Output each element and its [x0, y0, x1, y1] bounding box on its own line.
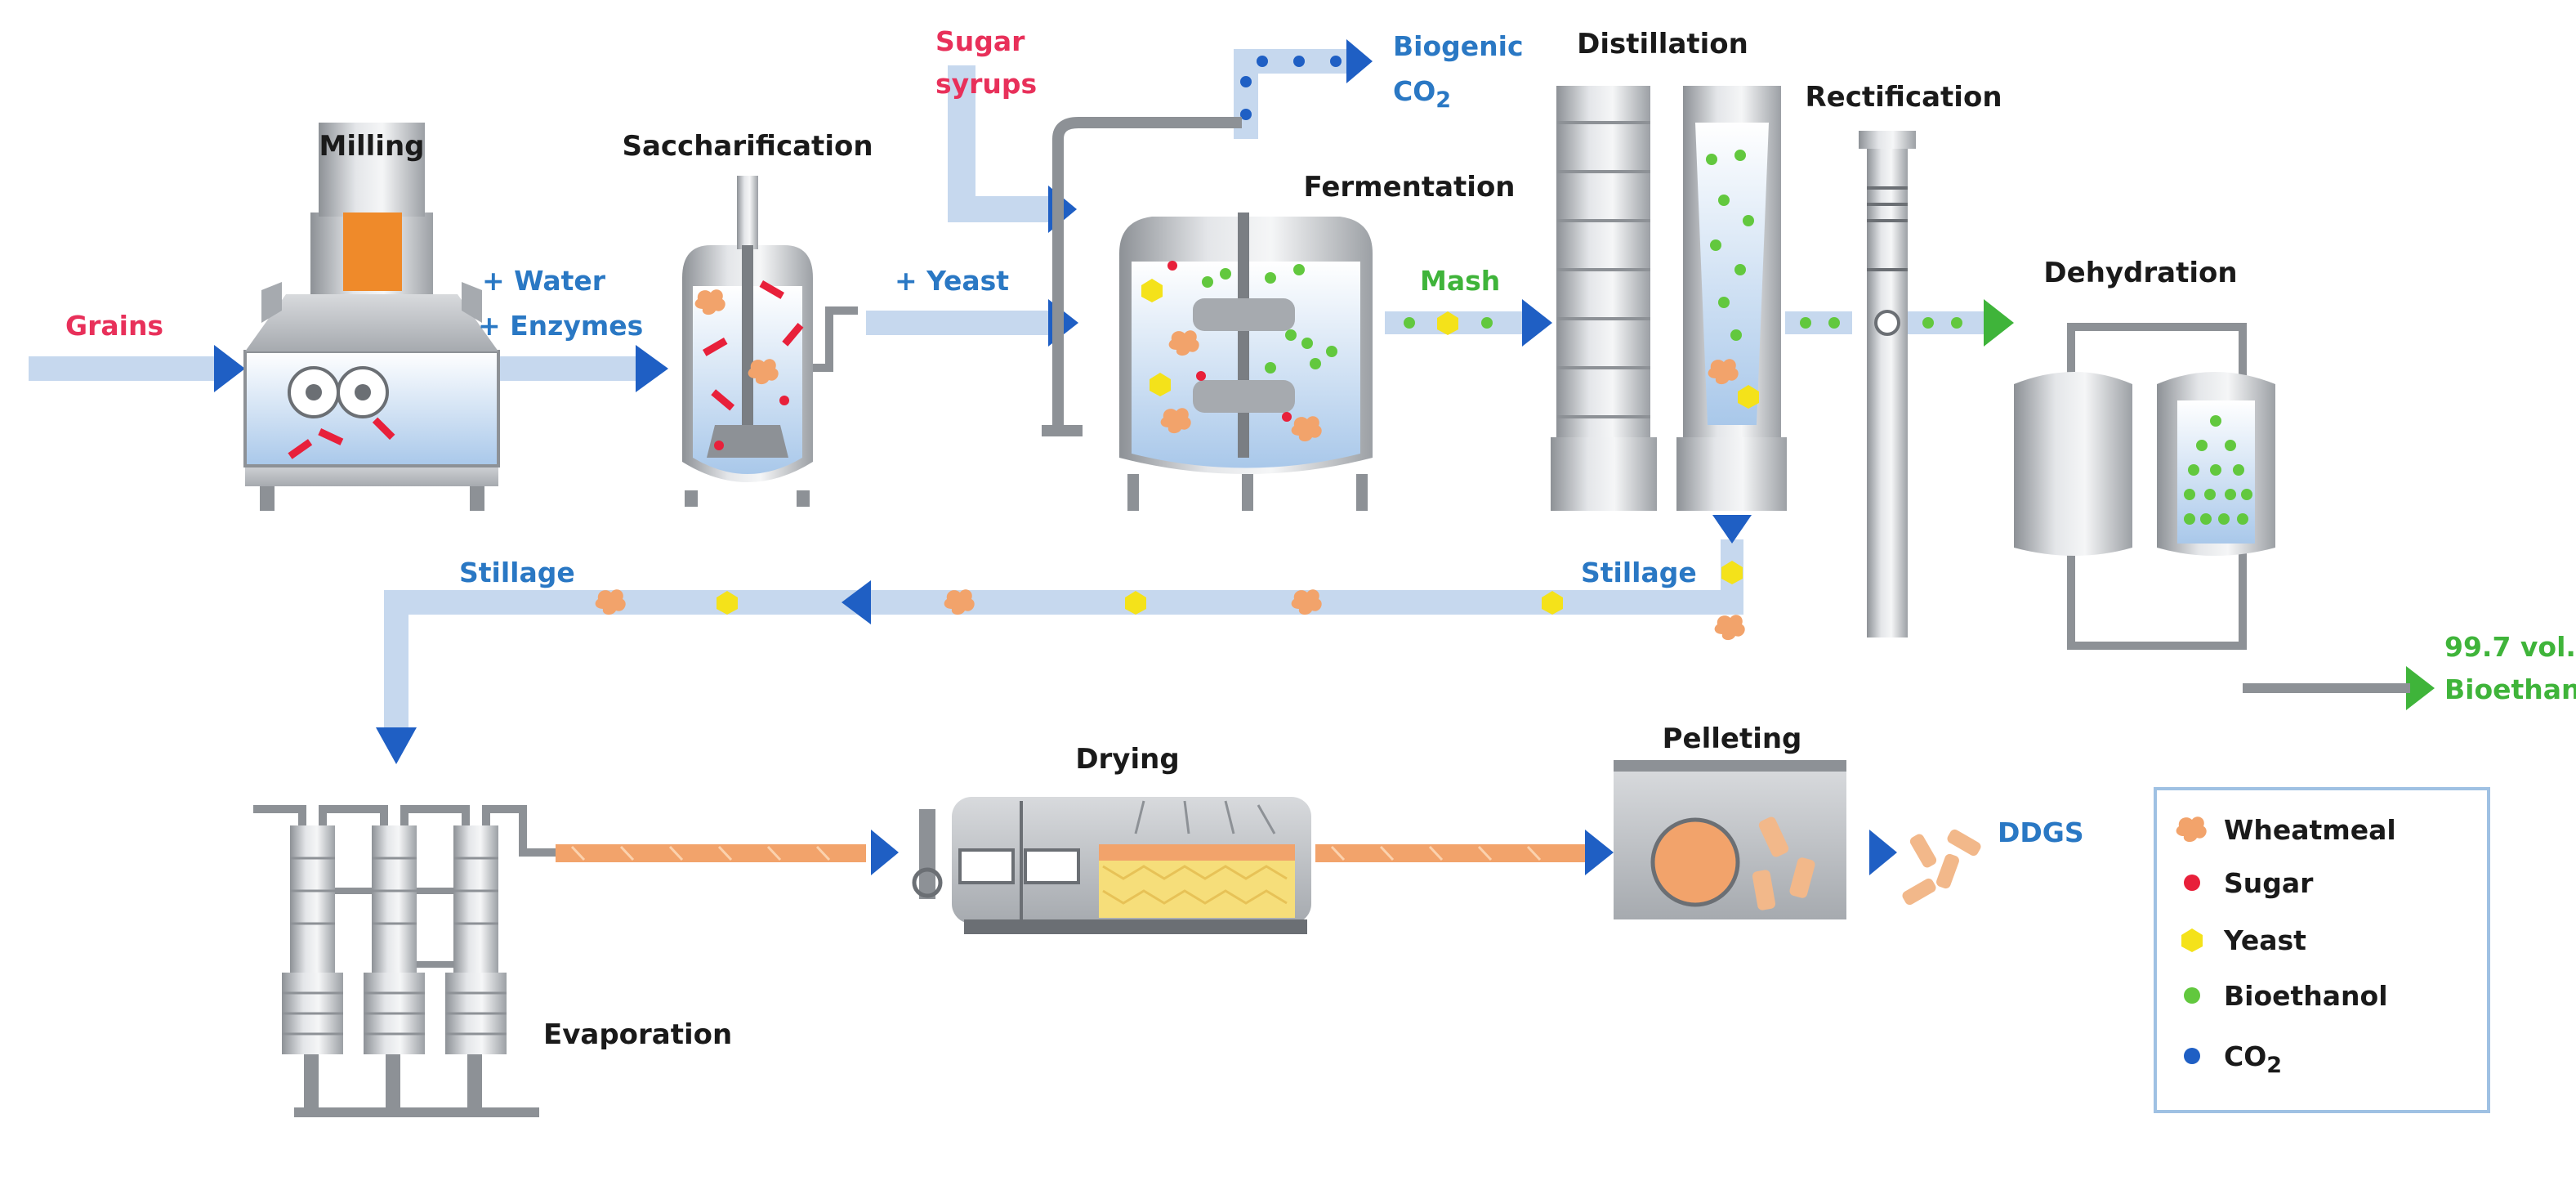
flow-stillage-right: Stillage: [1581, 557, 1697, 588]
flow-bioethanol: Bioethanol: [2444, 673, 2576, 705]
flow-yeast: + Yeast: [895, 265, 1009, 297]
label-milling: Milling: [319, 130, 425, 163]
label-dehydration: Dehydration: [2043, 257, 2237, 289]
legend-sugar-swatch: [2184, 875, 2200, 891]
label-rectification: Rectification: [1805, 81, 2002, 114]
label-evaporation: Evaporation: [543, 1018, 732, 1051]
rectification-column: [1859, 131, 1916, 638]
flow-grains: Grains: [65, 310, 163, 342]
stage-labels: Milling Saccharification Fermentation Di…: [319, 28, 2238, 1051]
saccharification-tank: [682, 176, 858, 507]
flow-labels: Grains + Water + Enzymes + Yeast Sugar s…: [65, 25, 2576, 848]
flow-stillage-left: Stillage: [459, 557, 575, 588]
flow-water: + Water: [482, 265, 606, 297]
label-saccharification: Saccharification: [622, 130, 873, 163]
legend-yeast: Yeast: [2223, 924, 2306, 956]
dehydration-tanks: [2014, 323, 2410, 693]
flow-sugar: Sugar: [935, 25, 1025, 57]
milling-machine: [243, 123, 500, 511]
legend-co2: CO2: [2224, 1040, 2282, 1078]
ddgs-pellets: [1902, 829, 1981, 906]
flow-co2: CO2: [1393, 75, 1451, 113]
flow-ddgs: DDGS: [1998, 816, 2084, 848]
label-pelleting: Pelleting: [1663, 722, 1802, 755]
drying-drum: [912, 797, 1311, 934]
legend: Wheatmeal Sugar Yeast Bioethanol CO2: [2154, 787, 2490, 1113]
fermentation-tank: [1042, 117, 1373, 511]
label-drying: Drying: [1075, 743, 1179, 776]
flow-vol: 99.7 vol.-%: [2444, 631, 2576, 663]
green-arrows: [1984, 299, 2435, 710]
flow-enzymes: + Enzymes: [478, 310, 643, 342]
label-distillation: Distillation: [1577, 28, 1748, 60]
distillation-columns: [1551, 86, 1787, 511]
legend-bioethanol-swatch: [2184, 987, 2200, 1004]
legend-sugar: Sugar: [2224, 867, 2314, 899]
flow-mash: Mash: [1420, 265, 1500, 297]
flow-dots: [595, 56, 1962, 641]
pelleting-machine: [1614, 760, 1846, 919]
flow-syrups: syrups: [935, 68, 1037, 100]
legend-bioethanol: Bioethanol: [2224, 980, 2388, 1012]
label-fermentation: Fermentation: [1303, 171, 1515, 204]
flow-biogenic: Biogenic: [1393, 30, 1524, 62]
wheatmeal-belts: [556, 844, 1585, 862]
legend-co2-swatch: [2184, 1048, 2200, 1064]
evaporators: [253, 805, 556, 1117]
legend-wheatmeal: Wheatmeal: [2224, 814, 2396, 846]
